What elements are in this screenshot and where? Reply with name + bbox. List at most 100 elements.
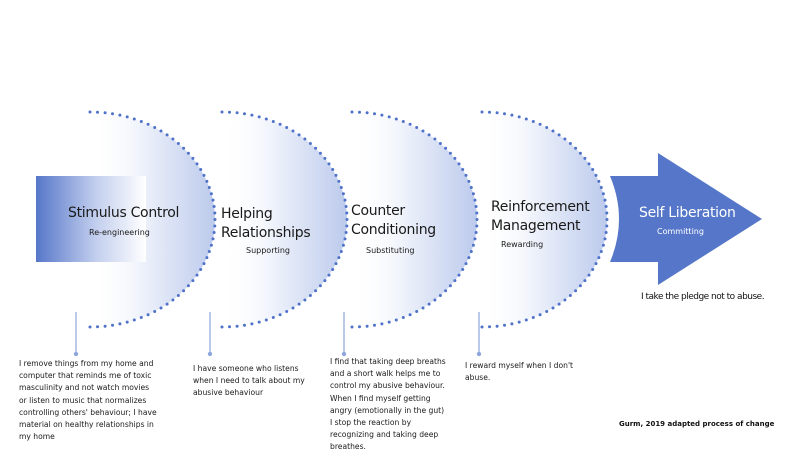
arc-dot (205, 256, 209, 260)
arc-dot (510, 322, 514, 326)
description-line: material on healthy relationships in (19, 420, 154, 430)
stage-subtitle-committing: Committing (657, 227, 704, 236)
arc-dot (594, 173, 598, 177)
pledge-text: I take the pledge not to abuse. (641, 292, 765, 302)
arc-dot (517, 320, 521, 324)
arc-dot (401, 316, 405, 319)
arc-dot (358, 325, 361, 329)
arc-dot (365, 324, 369, 328)
stage-title-self-liberation: Self Liberation (639, 205, 736, 221)
arc-dot (415, 126, 419, 129)
arc-dot (591, 168, 595, 171)
dotted-arc-helping-relationships (220, 110, 349, 329)
arc-dot (139, 120, 143, 123)
arc-dot (257, 320, 261, 324)
arc-dot (597, 179, 601, 183)
arc-dot (597, 256, 601, 260)
arc-dot (503, 323, 506, 327)
arc-dot (103, 111, 107, 115)
arc-dot (467, 179, 471, 183)
arc-dot (538, 313, 542, 317)
arc-dot (125, 320, 129, 324)
arc-dot (118, 113, 122, 117)
dotted-arc-reinforcement-management (480, 110, 609, 329)
arc-dot (303, 137, 307, 141)
connector-dot (73, 351, 79, 357)
description-line: when I need to talk about my (193, 376, 305, 386)
arc-dot (583, 156, 587, 160)
arc-dot (209, 192, 213, 196)
description-line: When I find myself getting (330, 393, 431, 403)
arc-dot (551, 129, 555, 133)
arc-dot (243, 112, 246, 116)
arc-dot (603, 237, 607, 241)
arc-dot (345, 211, 349, 215)
arc-dot (574, 146, 578, 150)
arc-dot (563, 298, 567, 302)
arc-dot (323, 279, 327, 283)
arc-dot (461, 268, 465, 271)
arc-dot (601, 192, 605, 196)
arc-dot (438, 294, 442, 297)
description-line: controlling others' behaviour; I have (19, 407, 157, 417)
arc-dot (303, 298, 307, 302)
description-line: my home (19, 432, 55, 442)
arc-dot (457, 162, 461, 166)
arc-dot (433, 298, 437, 302)
arc-dot (373, 323, 376, 327)
arc-dot (344, 231, 348, 234)
arc-dot (159, 129, 163, 133)
arc-dot (601, 243, 605, 247)
arc-dot (394, 318, 398, 322)
arc-dot (475, 211, 479, 215)
arc-dot (153, 126, 157, 129)
arc-dot (345, 218, 349, 221)
arc-dot (132, 117, 136, 121)
description-line: recognizing and taking deep (330, 430, 439, 440)
arc-dot (471, 243, 475, 247)
arc-dot (461, 168, 465, 171)
arc-dot (531, 316, 535, 319)
arc-dot (557, 133, 561, 137)
arc-dot (111, 112, 114, 116)
arc-dot (264, 117, 268, 121)
arc-dot (250, 113, 254, 117)
arc-dot (165, 133, 169, 137)
arc-dot (421, 129, 425, 133)
arc-dot (176, 294, 180, 297)
arc-dot (297, 133, 301, 137)
arc-dot (343, 198, 347, 202)
description-line: I remove things from my home and (19, 359, 154, 368)
arc-fill-reinforcement-management (482, 112, 607, 327)
arc-dot (467, 256, 471, 260)
self-liberation-arrow (610, 153, 762, 285)
stage-subtitle-re-engineering: Re-engineering (89, 228, 150, 237)
arc-dot (125, 115, 129, 119)
arc-dot (538, 122, 542, 126)
arc-dot (88, 110, 92, 114)
stage-title-line: Relationships (221, 225, 311, 241)
arc-dot (327, 162, 331, 166)
stage-title-line: Stimulus Control (68, 205, 180, 221)
arc-dot (380, 322, 384, 326)
arc-dot (474, 231, 478, 234)
arc-dot (278, 313, 282, 317)
dotted-arc-stimulus-control (88, 110, 217, 329)
arc-dot (220, 110, 224, 114)
connector-reinforcement-management (476, 312, 482, 357)
arc-dot (146, 313, 150, 317)
connector-dot (341, 351, 347, 357)
description-line: I stop the reaction by (330, 418, 412, 428)
arc-dot (271, 316, 275, 319)
arc-dot (341, 243, 345, 247)
arc-dot (394, 117, 398, 121)
arc-dot (96, 110, 99, 114)
arc-dot (421, 306, 425, 310)
arc-dot (605, 211, 609, 215)
arc-dot (285, 126, 289, 129)
connector-counter-conditioning (341, 312, 347, 357)
arc-dot (464, 262, 468, 266)
description-reinforcement-management: I reward myself when I don't abuse. (465, 360, 573, 384)
arc-dot (488, 110, 491, 114)
arc-dot (228, 110, 231, 114)
